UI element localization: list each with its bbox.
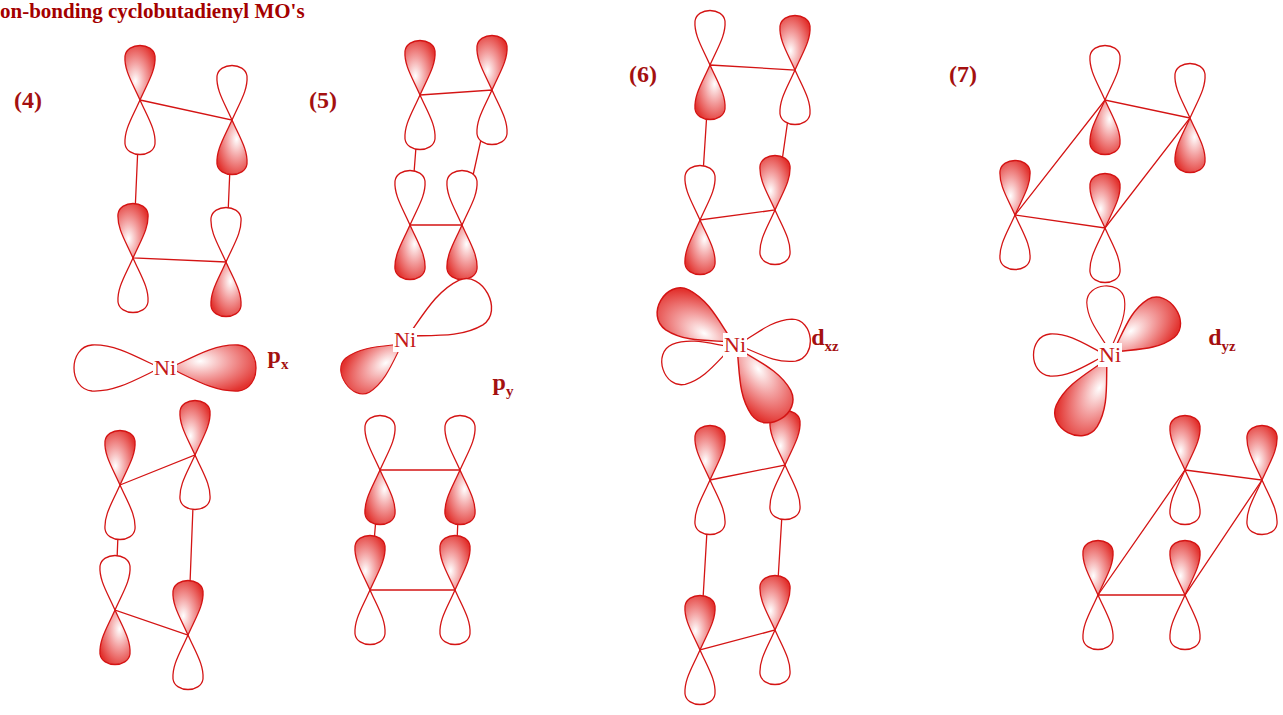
callout-number: (4) <box>14 87 42 113</box>
cyclobutadiene-ring <box>685 411 800 705</box>
cyclobutadiene-ring <box>1000 46 1205 283</box>
p-orbital <box>334 271 500 400</box>
orbital-label: dyz <box>1208 324 1236 350</box>
cyclobutadiene-ring <box>100 401 210 690</box>
callout-number: (7) <box>949 61 977 87</box>
cyclobutadiene-ring <box>1083 416 1277 650</box>
atom-label: Ni <box>723 333 747 357</box>
orbital-label: dxz <box>811 324 839 350</box>
d-orbital <box>649 280 812 431</box>
cyclobutadiene-ring <box>355 416 475 645</box>
orbital-label: px <box>268 342 289 368</box>
atom-label: Ni <box>393 328 417 352</box>
heading: on-bonding cyclobutadienyl MO's <box>0 0 305 23</box>
cyclobutadiene-ring <box>685 11 810 275</box>
atom-label: Ni <box>153 356 177 380</box>
p-orbital <box>74 345 256 391</box>
callout-number: (6) <box>629 61 657 87</box>
orbital-label: py <box>493 369 514 395</box>
atom-label: Ni <box>1098 343 1122 367</box>
cyclobutadiene-ring <box>118 46 247 317</box>
cyclobutadiene-ring <box>395 36 507 280</box>
callout-number: (5) <box>309 87 337 113</box>
d-orbital <box>1034 284 1189 443</box>
